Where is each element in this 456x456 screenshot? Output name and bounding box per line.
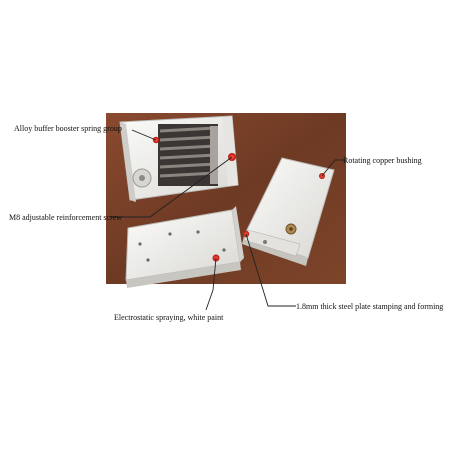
leader-line-bushing	[321, 159, 344, 177]
leader-line-steel	[245, 233, 296, 307]
leader-line-spring	[131, 129, 157, 141]
label-steel-plate: 1.8mm thick steel plate stamping and for…	[296, 302, 444, 311]
label-adjustable-screw: M8 adjustable reinforcement screw	[9, 213, 123, 222]
label-copper-bushing: Rotating copper bushing	[343, 156, 422, 165]
label-white-paint: Electrostatic spraying, white paint	[114, 313, 224, 322]
leader-line-screw	[110, 156, 233, 218]
base-plate	[125, 206, 244, 288]
label-spring-group: Alloy buffer booster spring group	[14, 124, 122, 133]
spring-hinge-housing	[119, 115, 239, 202]
folded-hinge-plate	[242, 157, 335, 266]
leader-line-paint	[205, 257, 217, 311]
spring-group	[158, 124, 218, 186]
